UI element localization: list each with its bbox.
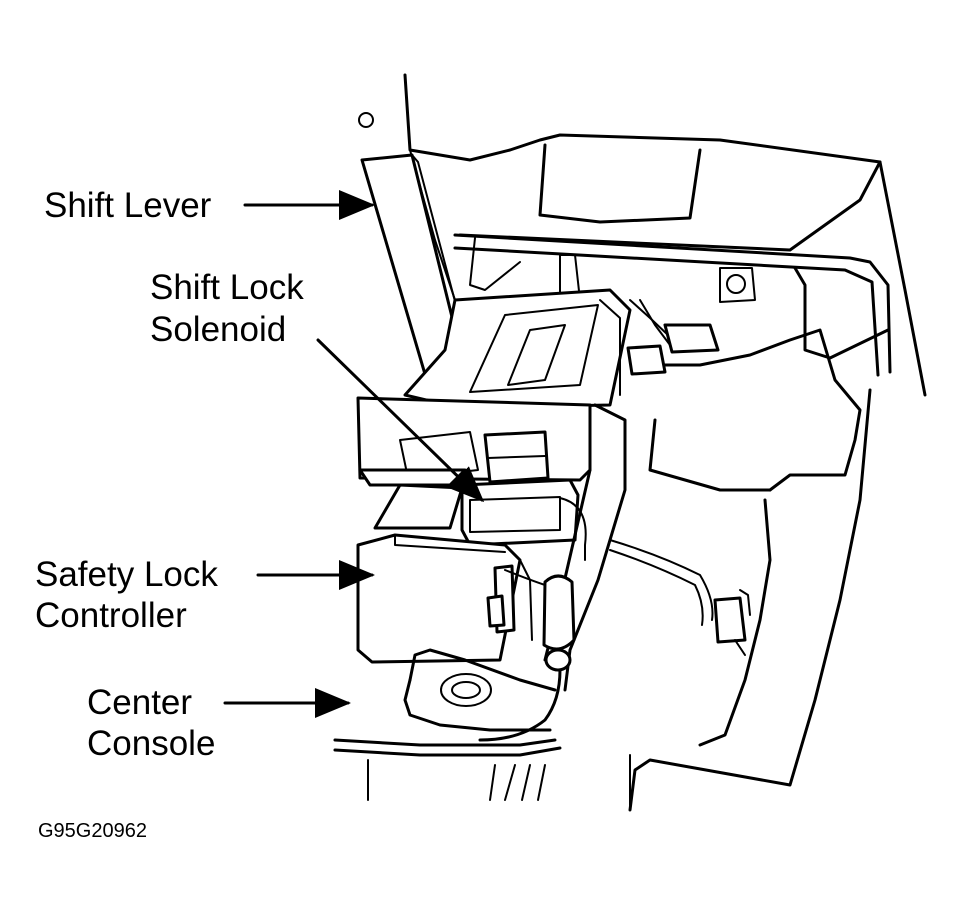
- center-console-label-line2: Console: [87, 724, 216, 763]
- upper-connector: [626, 299, 720, 376]
- shift-lever-label: Shift Lever: [44, 186, 212, 225]
- shift-lock-solenoid-label-line1: Shift Lock: [150, 268, 304, 307]
- right-cover: [628, 328, 872, 812]
- safety-lock-controller-label-line1: Safety Lock: [35, 555, 218, 594]
- center-console-label-line1: Center: [87, 683, 193, 722]
- leader-arrows: [223, 190, 485, 718]
- safety-lock-controller: [356, 533, 533, 664]
- shift-lock-solenoid-arrow: [316, 338, 485, 503]
- wire-harness: [478, 539, 751, 742]
- figure-code: G95G20962: [38, 820, 147, 842]
- safety-lock-controller-label-line2: Controller: [35, 596, 187, 635]
- shift-lock-solenoid-label-line2: Solenoid: [150, 310, 287, 349]
- shifter-base: [356, 396, 592, 530]
- support-rail: [453, 233, 892, 377]
- center-console: [333, 648, 631, 806]
